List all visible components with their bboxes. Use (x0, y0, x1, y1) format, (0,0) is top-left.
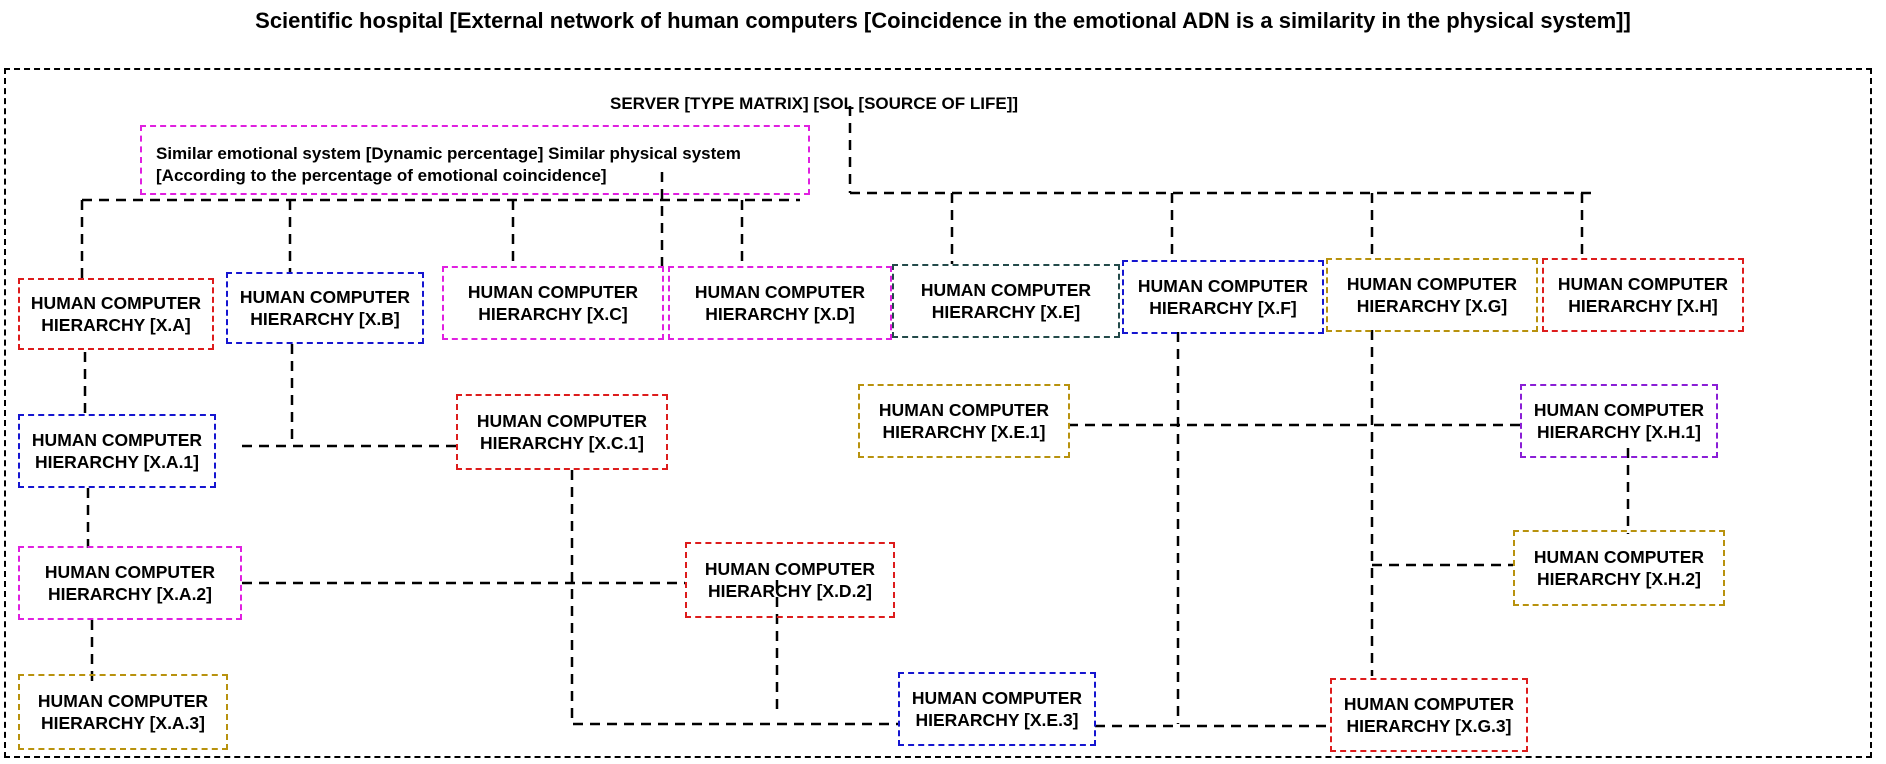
node-xa2: HUMAN COMPUTER HIERARCHY [X.A.2] (18, 546, 242, 620)
node-xh: HUMAN COMPUTER HIERARCHY [X.H] (1542, 258, 1744, 332)
similarity-line-2: [According to the percentage of emotiona… (156, 166, 607, 185)
node-xa3: HUMAN COMPUTER HIERARCHY [X.A.3] (18, 674, 228, 750)
node-xc: HUMAN COMPUTER HIERARCHY [X.C] (442, 266, 664, 340)
node-xd2: HUMAN COMPUTER HIERARCHY [X.D.2] (685, 542, 895, 618)
diagram-title: Scientific hospital [External network of… (255, 8, 1631, 33)
node-xe1: HUMAN COMPUTER HIERARCHY [X.E.1] (858, 384, 1070, 458)
connector-server (848, 106, 1595, 195)
node-xa1: HUMAN COMPUTER HIERARCHY [X.A.1] (18, 414, 216, 488)
server-label: SERVER [TYPE MATRIX] [SOL [SOURCE OF LIF… (610, 94, 1019, 113)
node-xc1: HUMAN COMPUTER HIERARCHY [X.C.1] (456, 394, 668, 470)
node-xh1: HUMAN COMPUTER HIERARCHY [X.H.1] (1520, 384, 1718, 458)
node-xh2: HUMAN COMPUTER HIERARCHY [X.H.2] (1513, 530, 1725, 606)
similarity-box: Similar emotional system [Dynamic percen… (140, 125, 810, 195)
node-xe: HUMAN COMPUTER HIERARCHY [X.E] (892, 264, 1120, 338)
scientific-hospital-boundary (4, 68, 1872, 758)
node-xd: HUMAN COMPUTER HIERARCHY [X.D] (668, 266, 892, 340)
node-xg3: HUMAN COMPUTER HIERARCHY [X.G.3] (1330, 678, 1528, 752)
node-xe3: HUMAN COMPUTER HIERARCHY [X.E.3] (898, 672, 1096, 746)
node-xa: HUMAN COMPUTER HIERARCHY [X.A] (18, 278, 214, 350)
node-xf: HUMAN COMPUTER HIERARCHY [X.F] (1122, 260, 1324, 334)
similarity-line-1: Similar emotional system [Dynamic percen… (156, 144, 741, 163)
node-xb: HUMAN COMPUTER HIERARCHY [X.B] (226, 272, 424, 344)
node-xg: HUMAN COMPUTER HIERARCHY [X.G] (1326, 258, 1538, 332)
